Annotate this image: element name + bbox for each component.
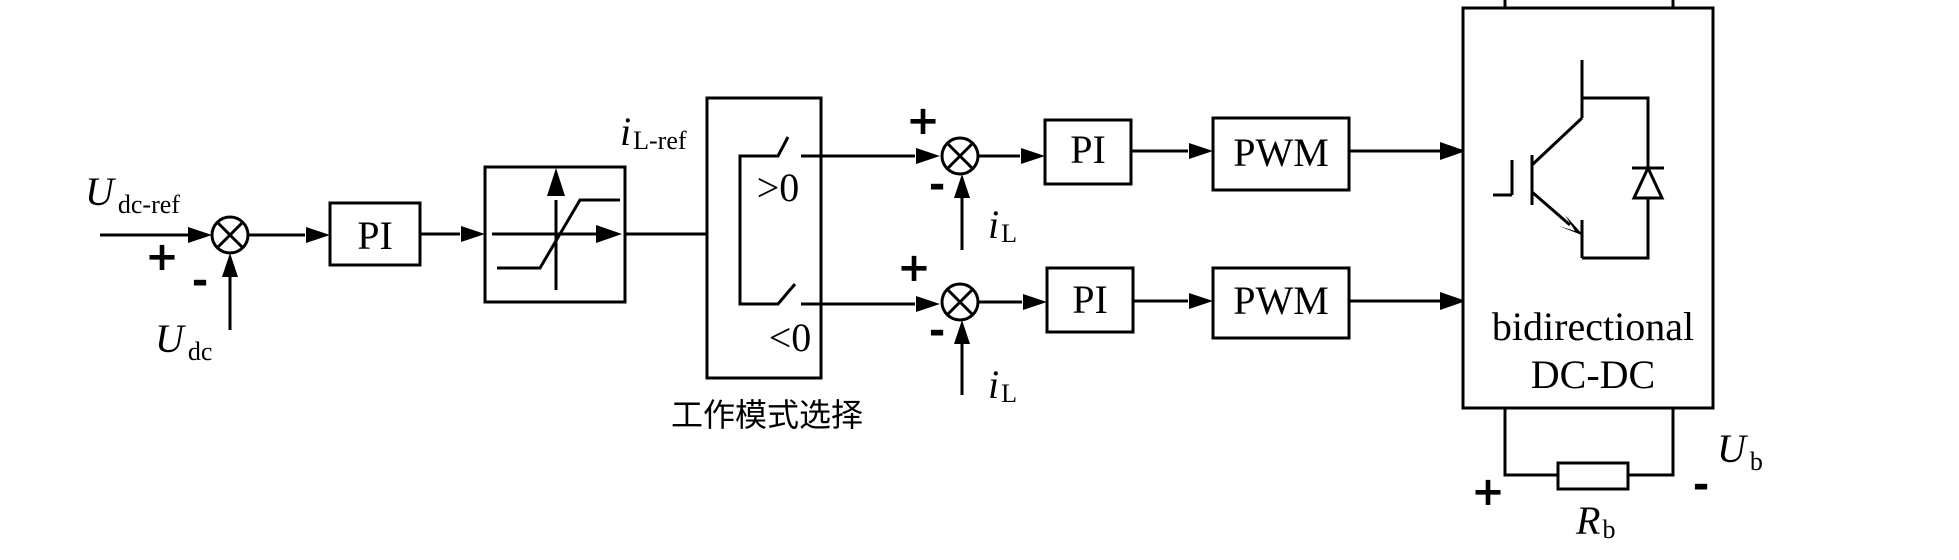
pi-bottom-block: PI <box>1045 266 1135 334</box>
outer-plus-sign: + <box>145 234 179 280</box>
top-minus-sign: - <box>929 162 946 208</box>
converter-line2: DC-DC <box>1531 352 1655 397</box>
switch-upper-condition: >0 <box>757 165 800 210</box>
battery-minus-sign: - <box>1693 462 1710 508</box>
pwm-bottom-block: PWM <box>1211 266 1351 340</box>
top-plus-sign: + <box>906 98 940 144</box>
battery-circuit <box>1503 408 1675 491</box>
switch-icon <box>738 136 821 306</box>
switch-lower-condition: <0 <box>769 315 812 360</box>
igbt-icon <box>1493 60 1584 258</box>
pwm-top-block: PWM <box>1211 116 1351 192</box>
pi-top-block: PI <box>1043 118 1133 186</box>
pi-outer-block: PI <box>328 201 422 267</box>
converter-line1: bidirectional <box>1492 304 1694 349</box>
pwm-top-label: PWM <box>1233 130 1329 175</box>
i-l-top-label: iL <box>988 202 1017 248</box>
i-l-ref-label: iL-ref <box>620 109 687 155</box>
mode-selection-caption: 工作模式选择 <box>671 396 863 434</box>
summing-junction-icon <box>940 136 980 176</box>
pi-top-label: PI <box>1070 127 1106 172</box>
lower-current-loop: PI PWM <box>821 266 1466 395</box>
bottom-plus-sign: + <box>897 245 931 291</box>
bottom-minus-sign: - <box>929 308 946 354</box>
battery-plus-sign: + <box>1471 469 1505 515</box>
pi-outer-label: PI <box>357 213 393 258</box>
i-l-bottom-label: iL <box>988 362 1017 408</box>
dc-dc-converter: bidirectional DC-DC <box>1461 0 1715 410</box>
resistor-icon <box>1556 461 1630 491</box>
outer-voltage-loop: PI <box>100 165 737 330</box>
summing-junction-icon <box>210 215 250 255</box>
saturation-limiter-icon <box>483 165 627 304</box>
summing-junction-icon <box>940 282 980 322</box>
pi-bottom-label: PI <box>1072 277 1108 322</box>
r-b-label: Rb <box>1575 498 1615 544</box>
diode-icon <box>1582 96 1665 260</box>
outer-minus-sign: - <box>192 258 209 304</box>
upper-current-loop: PI PWM <box>821 116 1466 250</box>
pwm-bottom-label: PWM <box>1233 278 1329 323</box>
mode-switch: >0 <0 <box>705 96 823 380</box>
